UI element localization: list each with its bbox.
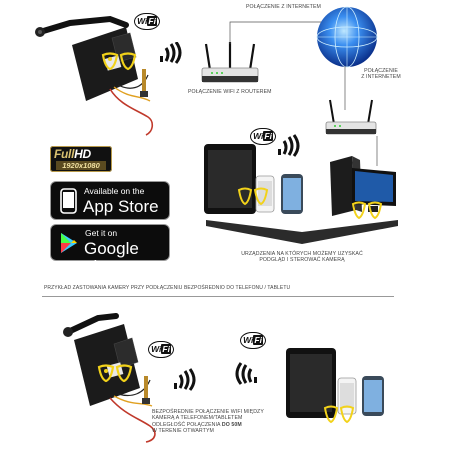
- wifi-signal-icon: [235, 362, 257, 385]
- eye-icon: [323, 405, 355, 424]
- google-play-small-text: Get it on: [85, 228, 118, 238]
- direct-connection-label: BEZPOŚREDNIE POŁĄCZENIE WIFI MIĘDZY KAME…: [152, 409, 264, 435]
- wifi-signal-icon: [278, 134, 300, 157]
- desktop-icon: [330, 156, 396, 216]
- globe-icon: [316, 6, 378, 68]
- wifi-logo: WiFi: [148, 341, 174, 358]
- devices-group: [204, 144, 396, 216]
- phone-icon: [281, 174, 303, 214]
- wifi-signal-icon: [160, 42, 182, 64]
- connection-line: [229, 21, 322, 44]
- connection-line-right: [344, 66, 346, 110]
- full-hd-badge: FullHD 1920x1080: [50, 146, 112, 172]
- wifi-logo: WiFi: [240, 332, 266, 349]
- google-play-big-text: Google play: [84, 239, 139, 276]
- arrow-bracket: [206, 220, 398, 244]
- internet-top-label: POŁĄCZENIE Z INTERNETEM: [246, 4, 321, 10]
- wifi-signal-icon: [174, 368, 196, 391]
- connection-line-down: [376, 136, 378, 166]
- section-divider: [42, 296, 394, 297]
- app-store-big-text: App Store: [83, 197, 159, 216]
- tablet-icon: [286, 348, 336, 418]
- apple-icon: [60, 188, 77, 214]
- app-store-small-text: Available on the: [84, 186, 145, 196]
- wifi-router-label: POŁĄCZENIE WIFI Z ROUTEREM: [188, 89, 272, 95]
- router-icon: [201, 42, 259, 83]
- phone-icon: [337, 377, 357, 415]
- app-store-button[interactable]: Available on the App Store: [50, 181, 170, 220]
- router-icon: [325, 99, 377, 135]
- devices-label: URZĄDZENIA NA KTÓRYCH MOŻEMY UZYSKAĆ POD…: [241, 251, 363, 264]
- eye-icon: [101, 52, 137, 71]
- wifi-logo: WiFi: [134, 13, 160, 30]
- devices-group-bottom: [286, 348, 384, 418]
- google-play-button[interactable]: Get it on Google play: [50, 224, 170, 276]
- wifi-logo: WiFi: [250, 128, 276, 145]
- google-play-icon: [61, 233, 77, 253]
- eye-icon: [351, 201, 383, 220]
- example-title: PRZYKŁAD ZASTOWANIA KAMERY PRZY PODŁĄCZE…: [44, 285, 291, 291]
- eye-icon: [237, 187, 269, 206]
- phone-icon: [362, 376, 384, 416]
- tablet-icon: [204, 144, 256, 214]
- eye-icon: [97, 364, 133, 383]
- internet-right-label: POŁĄCZENIE Z INTERNETEM: [361, 68, 401, 81]
